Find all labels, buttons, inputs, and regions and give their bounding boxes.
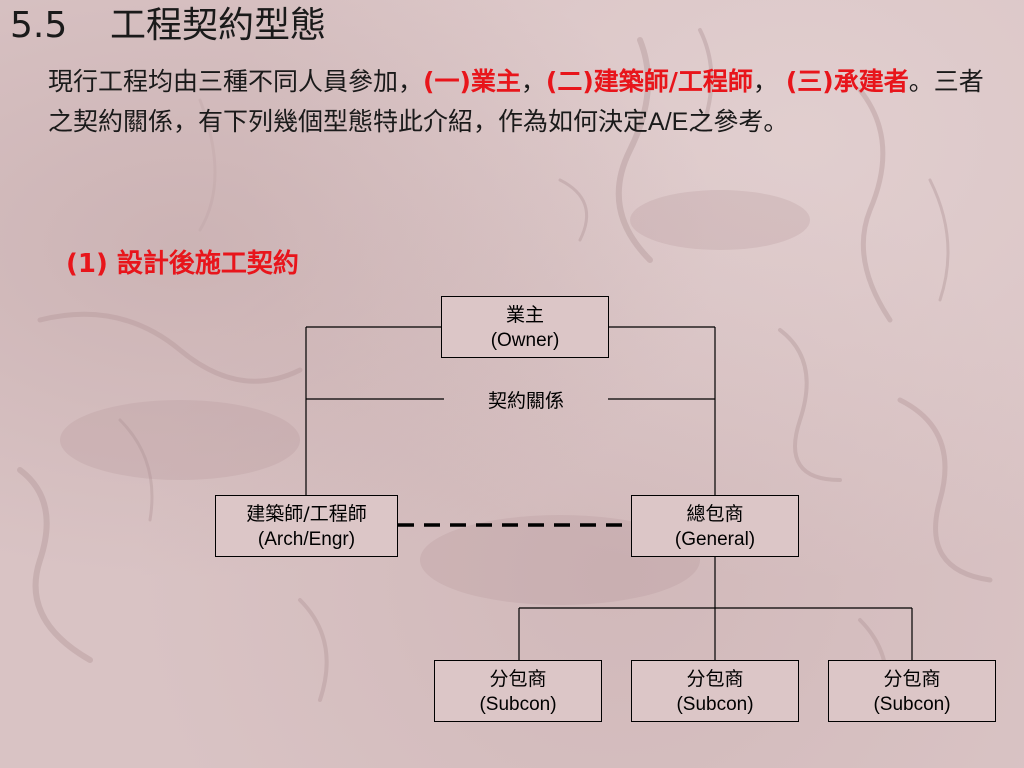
node-sub2-zh: 分包商 xyxy=(686,668,744,690)
node-owner-en: (Owner) xyxy=(490,330,560,351)
paragraph-ae: A/E xyxy=(648,108,689,136)
node-sub3-zh: 分包商 xyxy=(883,668,941,690)
node-owner-zh: 業主 xyxy=(505,304,544,326)
node-general-contractor: 總包商 (General) xyxy=(631,495,799,557)
party-builder: (三)承建者 xyxy=(785,67,909,96)
paragraph-part-3: 之參考。 xyxy=(688,107,789,136)
paragraph-part-1: 現行工程均由三種不同人員參加， xyxy=(48,67,424,96)
slide-title-text: 工程契約型態 xyxy=(110,5,327,46)
intro-paragraph: 現行工程均由三種不同人員參加，(一)業主，(二)建築師/工程師， (三)承建者。… xyxy=(48,62,1008,142)
node-sub1-en: (Subcon) xyxy=(479,694,557,715)
node-architect-engineer: 建築師/工程師 (Arch/Engr) xyxy=(215,495,398,557)
node-subcontractor-2: 分包商 (Subcon) xyxy=(631,660,799,722)
paragraph-part-2: 。三者之契約關係，有下列幾個型態特此介紹，作為如何決定 xyxy=(48,67,984,136)
section-heading: (1) 設計後施工契約 xyxy=(66,249,299,279)
node-sub1-zh: 分包商 xyxy=(489,668,547,690)
node-general-zh: 總包商 xyxy=(686,503,744,525)
party-architect-engineer: (二)建築師/工程師 xyxy=(545,67,753,96)
node-subcontractor-3: 分包商 (Subcon) xyxy=(828,660,996,722)
node-arch-en: (Arch/Engr) xyxy=(257,529,356,550)
party-owner: (一)業主 xyxy=(423,67,521,96)
contract-relationship-label: 契約關係 xyxy=(487,390,564,412)
node-sub3-en: (Subcon) xyxy=(873,694,951,715)
slide-title-number: 5.5 xyxy=(10,5,68,46)
node-arch-zh: 建築師/工程師 xyxy=(246,503,367,525)
paragraph-separator-1: ， xyxy=(520,67,546,96)
node-subcontractor-1: 分包商 (Subcon) xyxy=(434,660,602,722)
node-owner: 業主 (Owner) xyxy=(441,296,609,358)
node-sub2-en: (Subcon) xyxy=(676,694,754,715)
paragraph-separator-2: ， xyxy=(752,67,778,96)
slide-title: 5.5 工程契約型態 xyxy=(10,2,326,50)
node-general-en: (General) xyxy=(674,529,756,550)
